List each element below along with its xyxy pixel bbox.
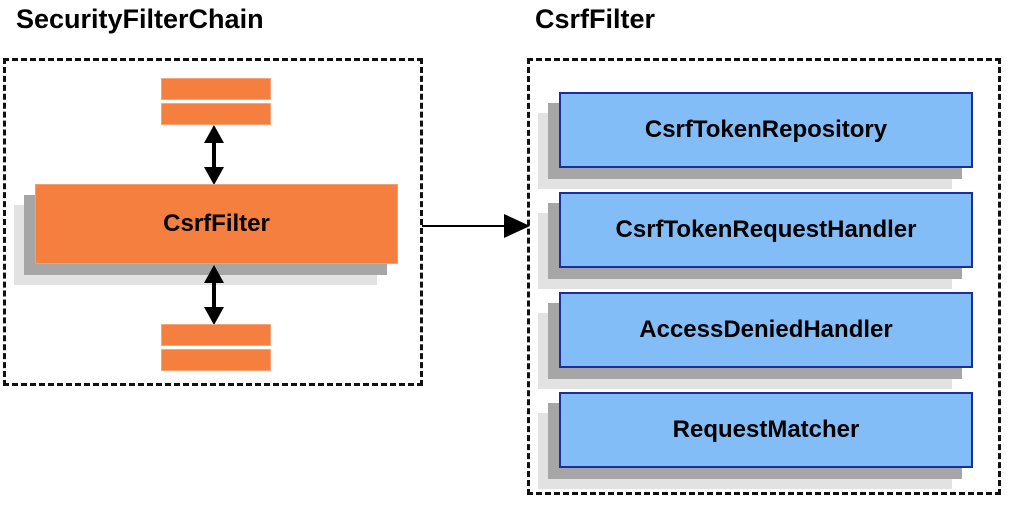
collaborator-box-access-denied-handler: AccessDeniedHandler: [538, 292, 973, 389]
collaborator-box-label: AccessDeniedHandler: [639, 315, 893, 343]
filter-bar-top-1: [161, 78, 271, 100]
collaborator-box-request-matcher: RequestMatcher: [538, 392, 973, 489]
security-filter-chain-panel: [3, 58, 423, 386]
collaborator-box-csrf-token-repository: CsrfTokenRepository: [538, 92, 973, 189]
collaborator-box-face: CsrfTokenRepository: [559, 92, 973, 168]
csrffilter-expansion-arrow: [422, 210, 530, 242]
filter-bar-bottom-1: [161, 324, 271, 346]
csrffilter-collaborators-panel: [527, 58, 1001, 495]
csrffilter-box-face: CsrfFilter: [35, 184, 398, 264]
csrffilter-box: CsrfFilter: [14, 184, 398, 285]
csrffilter-box-label: CsrfFilter: [163, 209, 270, 237]
collaborator-box-face: AccessDeniedHandler: [559, 292, 973, 368]
collaborator-box-csrf-token-request-handler: CsrfTokenRequestHandler: [538, 192, 973, 289]
filter-bar-bottom-2: [161, 349, 271, 371]
collaborator-box-label: CsrfTokenRequestHandler: [615, 215, 917, 243]
collaborator-box-label: RequestMatcher: [672, 415, 860, 443]
collaborator-box-label: CsrfTokenRepository: [644, 115, 888, 143]
left-panel-title: SecurityFilterChain: [16, 4, 264, 34]
arrow-below-csrffilter: [199, 265, 229, 325]
collaborator-box-face: CsrfTokenRequestHandler: [559, 192, 973, 268]
filter-bar-top-2: [161, 103, 271, 125]
collaborator-box-face: RequestMatcher: [559, 392, 973, 468]
arrow-above-csrffilter: [199, 125, 229, 185]
right-panel-title: CsrfFilter: [535, 4, 656, 34]
